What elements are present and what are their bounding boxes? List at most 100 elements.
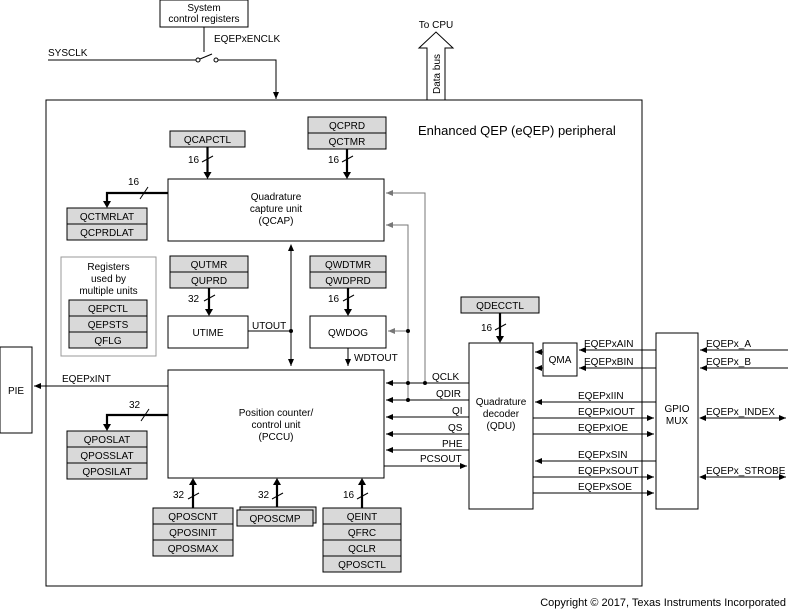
wdtout-label: WDTOUT — [354, 353, 398, 364]
qctmr-bus-slash — [341, 155, 354, 163]
qdir-label: QDIR — [436, 389, 461, 400]
utime-label: UTIME — [192, 328, 223, 339]
qfrc-label: QFRC — [348, 528, 376, 539]
gpio-mux-label-2: MUX — [666, 416, 689, 427]
qcapctl-label: QCAPCTL — [184, 135, 232, 146]
qdu-label-1: Quadrature — [476, 397, 527, 408]
eqepxioe-label: EQEPxIOE — [578, 423, 628, 434]
qcap-unit-label-1: Quadrature — [251, 192, 302, 203]
qclk-junction — [423, 381, 427, 385]
qposctl-register — [322, 555, 402, 573]
pcsout-label: PCSOUT — [420, 454, 462, 465]
clock-switch — [199, 53, 213, 60]
system-control-registers-box — [159, 0, 249, 28]
qcprdlat-register — [66, 223, 148, 241]
gpio-mux-block — [655, 332, 699, 510]
qflg-label: QFLG — [94, 336, 121, 347]
qcap-latch-bus-slash — [139, 186, 149, 200]
utout-label: UTOUT — [252, 321, 286, 332]
system-control-label-2: control registers — [168, 14, 239, 25]
pie-block — [0, 346, 33, 434]
pccu-label-1: Position counter/ — [239, 408, 314, 419]
qwdog-unit — [309, 315, 387, 349]
qdu-label-2: decoder — [483, 409, 520, 420]
qcap-latch-bus — [105, 191, 168, 203]
qwdtmr-label: QWDTMR — [325, 260, 371, 271]
qclk-to-qcap-wire — [386, 190, 426, 383]
qposmax-register — [152, 539, 234, 557]
qma-label: QMA — [549, 355, 572, 366]
qposmax-label: QPOSMAX — [168, 544, 219, 555]
qcprd-label: QCPRD — [329, 121, 365, 132]
qwdog-junction — [406, 329, 410, 333]
eqepxenclk-label: EQEPxENCLK — [214, 34, 280, 45]
qposcmp-label: QPOSCMP — [249, 514, 300, 525]
pccu-latch-bus-width: 32 — [129, 400, 141, 411]
eqepxsoe-label: EQEPxSOE — [578, 482, 632, 493]
qposlat-label: QPOSLAT — [84, 435, 131, 446]
qdu-label-3: (QDU) — [487, 421, 516, 432]
qwdprd-bus-arrow — [344, 309, 352, 316]
pccu-label-2: control unit — [252, 420, 301, 431]
eqepxbin-label: EQEPxBIN — [584, 357, 633, 368]
data-bus-label: Data bus — [432, 54, 443, 94]
qposcnt-bus-arrow — [189, 478, 197, 485]
eqepxsin-label: EQEPxSIN — [578, 450, 627, 461]
sysclk-label: SYSCLK — [48, 48, 88, 59]
qposcnt-bus-slash — [187, 492, 200, 500]
qposcmp-bus-width: 32 — [258, 490, 270, 501]
qdir-to-qcap-wire — [386, 222, 409, 400]
copyright-text: Copyright © 2017, Texas Instruments Inco… — [540, 597, 786, 609]
pccu-latch-bus-arrow — [103, 424, 111, 431]
eqepxiin-label: EQEPxIIN — [578, 391, 624, 402]
qcap-latch-bus-arrow — [103, 201, 111, 208]
quprd-label: QUPRD — [191, 276, 227, 287]
eqepx-strobe-label: EQEPx_STROBE — [706, 466, 786, 477]
qwdprd-bus-width: 16 — [328, 294, 340, 305]
shared-registers-title-3: multiple units — [79, 286, 137, 297]
qclk-label: QCLK — [432, 372, 460, 383]
qutmr-label: QUTMR — [191, 260, 228, 271]
qdecctl-bus-width: 16 — [481, 323, 493, 334]
pccu-latch-bus — [105, 413, 168, 426]
shared-registers-title-1: Registers — [87, 262, 129, 273]
eqepx-b-label: EQEPx_B — [706, 357, 751, 368]
gpio-mux-label-1: GPIO — [664, 404, 689, 415]
qdecctl-bus-slash — [494, 323, 507, 331]
qctmr-bus-width: 16 — [328, 155, 340, 166]
eqepx-a-label: EQEPx_A — [706, 339, 751, 350]
qflg-register — [68, 331, 148, 349]
qwdprd-bus-slash — [342, 294, 355, 302]
quprd-bus-width: 32 — [188, 294, 200, 305]
qdecctl-bus-arrow — [496, 336, 504, 343]
qeint-bus-arrow — [358, 478, 366, 485]
to-cpu-label: To CPU — [419, 20, 453, 31]
qeint-bus-width: 16 — [343, 490, 355, 501]
qepctl-label: QEPCTL — [88, 304, 128, 315]
qposcmp-register — [236, 509, 314, 527]
qclr-label: QCLR — [348, 544, 376, 555]
qepsts-label: QEPSTS — [88, 320, 129, 331]
qctmr-bus-arrow — [343, 172, 351, 179]
qcap-unit-label-2: capture unit — [250, 204, 302, 215]
quprd-bus-slash — [203, 294, 216, 302]
qwdprd-label: QWDPRD — [325, 276, 371, 287]
qcapctl-bus-width: 16 — [188, 155, 200, 166]
qposcmp-bus-arrow — [273, 478, 281, 485]
quprd-bus-arrow — [205, 309, 213, 316]
system-control-label-1: System — [187, 3, 220, 14]
qcap-unit — [167, 178, 385, 242]
utout-junction — [289, 329, 293, 333]
qwdog-label: QWDOG — [328, 328, 368, 339]
eqepxint-label: EQEPxINT — [62, 374, 111, 385]
qeint-label: QEINT — [347, 512, 378, 523]
qcapctl-bus-arrow — [203, 172, 212, 179]
switch-contact-right — [213, 57, 219, 63]
qposcnt-label: QPOSCNT — [168, 512, 217, 523]
qposctl-label: QPOSCTL — [338, 560, 386, 571]
utime-unit — [167, 315, 249, 349]
qdir-junction — [406, 398, 410, 402]
clock-to-peripheral-wire — [218, 59, 279, 99]
qdecctl-label: QDECCTL — [476, 301, 524, 312]
